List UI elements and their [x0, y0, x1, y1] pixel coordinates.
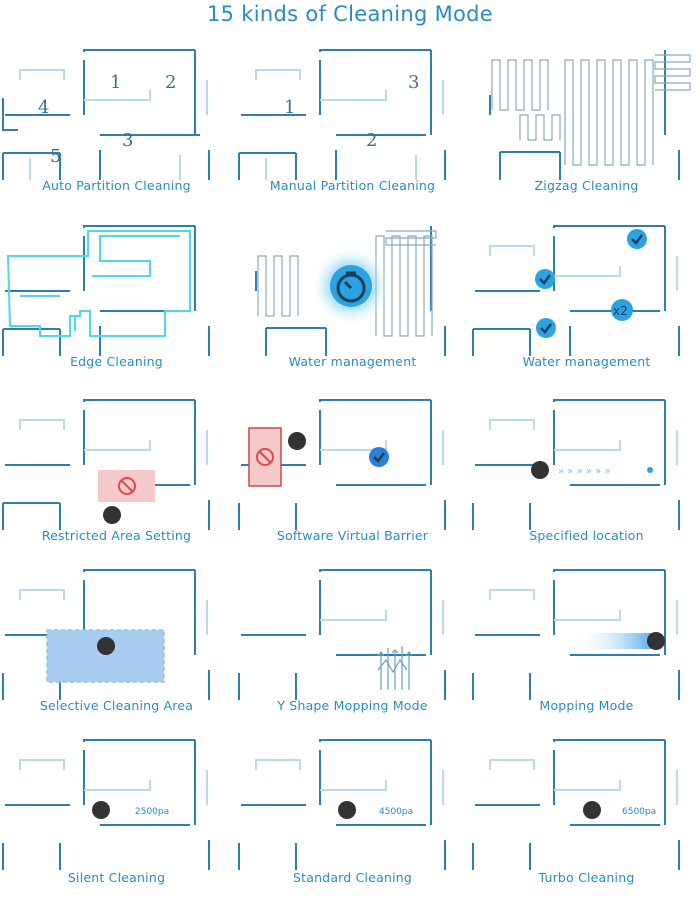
mode-label: Standard Cleaning: [292, 870, 413, 885]
repeat-badge: x2: [613, 304, 628, 318]
mode-label: Y Shape Mopping Mode: [277, 698, 428, 713]
mode-label: Silent Cleaning: [67, 870, 166, 885]
check-spots-icon: x2: [472, 225, 680, 356]
mode-label: Selective Cleaning Area: [39, 698, 194, 713]
zigzag-path-icon: [489, 50, 691, 180]
mode-label: Auto Partition Cleaning: [42, 178, 191, 193]
no-entry-icon: [2, 399, 210, 530]
robot-icon: [103, 506, 121, 524]
robot-icon: [288, 432, 306, 450]
mode-label: Mopping Mode: [539, 698, 634, 713]
room-number-3: 3: [122, 130, 133, 151]
mode-virtual-barrier: Software Virtual Barrier: [236, 390, 469, 567]
mode-water-spots: x2 Water management: [470, 216, 700, 393]
room-number-4: 4: [38, 97, 49, 118]
mode-standard: 4500pa Standard Cleaning: [236, 730, 469, 907]
y-mopping-icon: [238, 569, 446, 700]
robot-icon: [647, 632, 665, 650]
go-to-location-icon: » » » » » »: [472, 399, 680, 530]
robot-icon: [92, 801, 110, 819]
mopping-icon: [472, 569, 680, 700]
selected-area-icon: [2, 569, 210, 700]
robot-icon: [338, 801, 356, 819]
mode-label: Manual Partition Cleaning: [269, 178, 436, 193]
mode-label: Water management: [288, 354, 417, 369]
mode-label: Specified location: [529, 528, 644, 543]
mode-label: Edge Cleaning: [70, 354, 163, 369]
svg-text:» » » » » »: » » » » » »: [558, 466, 611, 477]
mode-label: Turbo Cleaning: [538, 870, 635, 885]
robot-icon: [97, 637, 115, 655]
room-number-1: 1: [284, 97, 295, 118]
mode-y-mopping: Y Shape Mopping Mode: [236, 560, 469, 737]
suction-icon: 4500pa: [238, 739, 446, 870]
mode-manual-partition: 1 2 3 Manual Partition Cleaning: [236, 40, 469, 217]
virtual-barrier-icon: [238, 399, 446, 530]
mode-specified-location: » » » » » » Specified location: [470, 390, 700, 567]
room-number-2: 2: [366, 130, 377, 151]
mode-label: Restricted Area Setting: [41, 528, 192, 543]
room-number-1: 1: [110, 72, 121, 93]
mode-water-timer: Water management: [236, 216, 469, 393]
mode-restricted-area: Restricted Area Setting: [0, 390, 233, 567]
edge-path-icon: [2, 225, 210, 356]
mode-edge: Edge Cleaning: [0, 216, 233, 393]
mode-selective-area: Selective Cleaning Area: [0, 560, 233, 737]
mode-zigzag: Zigzag Cleaning: [470, 40, 700, 217]
mode-label: Software Virtual Barrier: [276, 528, 429, 543]
suction-level: 4500pa: [379, 807, 413, 817]
room-number-2: 2: [165, 72, 176, 93]
room-number-3: 3: [408, 72, 419, 93]
mode-auto-partition: 1 2 3 4 5 Auto Partition Cleaning: [0, 40, 233, 217]
robot-icon: [531, 461, 549, 479]
room-number-5: 5: [50, 146, 61, 167]
mode-label: Water management: [522, 354, 651, 369]
page-title: 15 kinds of Cleaning Mode: [206, 2, 494, 26]
numbered-rooms-icon: 1 2 3 4 5: [2, 49, 210, 180]
suction-level: 2500pa: [135, 807, 169, 817]
timer-icon: [255, 226, 446, 356]
suction-icon: 6500pa: [472, 739, 680, 870]
robot-icon: [583, 801, 601, 819]
mode-silent: 2500pa Silent Cleaning: [0, 730, 233, 907]
suction-level: 6500pa: [622, 807, 656, 817]
mode-mopping: Mopping Mode: [470, 560, 700, 737]
mode-turbo: 6500pa Turbo Cleaning: [470, 730, 700, 907]
numbered-rooms-icon: 1 2 3: [238, 49, 446, 180]
mode-label: Zigzag Cleaning: [534, 178, 639, 193]
suction-icon: 2500pa: [2, 739, 210, 870]
check-spot-icon: [535, 229, 647, 338]
